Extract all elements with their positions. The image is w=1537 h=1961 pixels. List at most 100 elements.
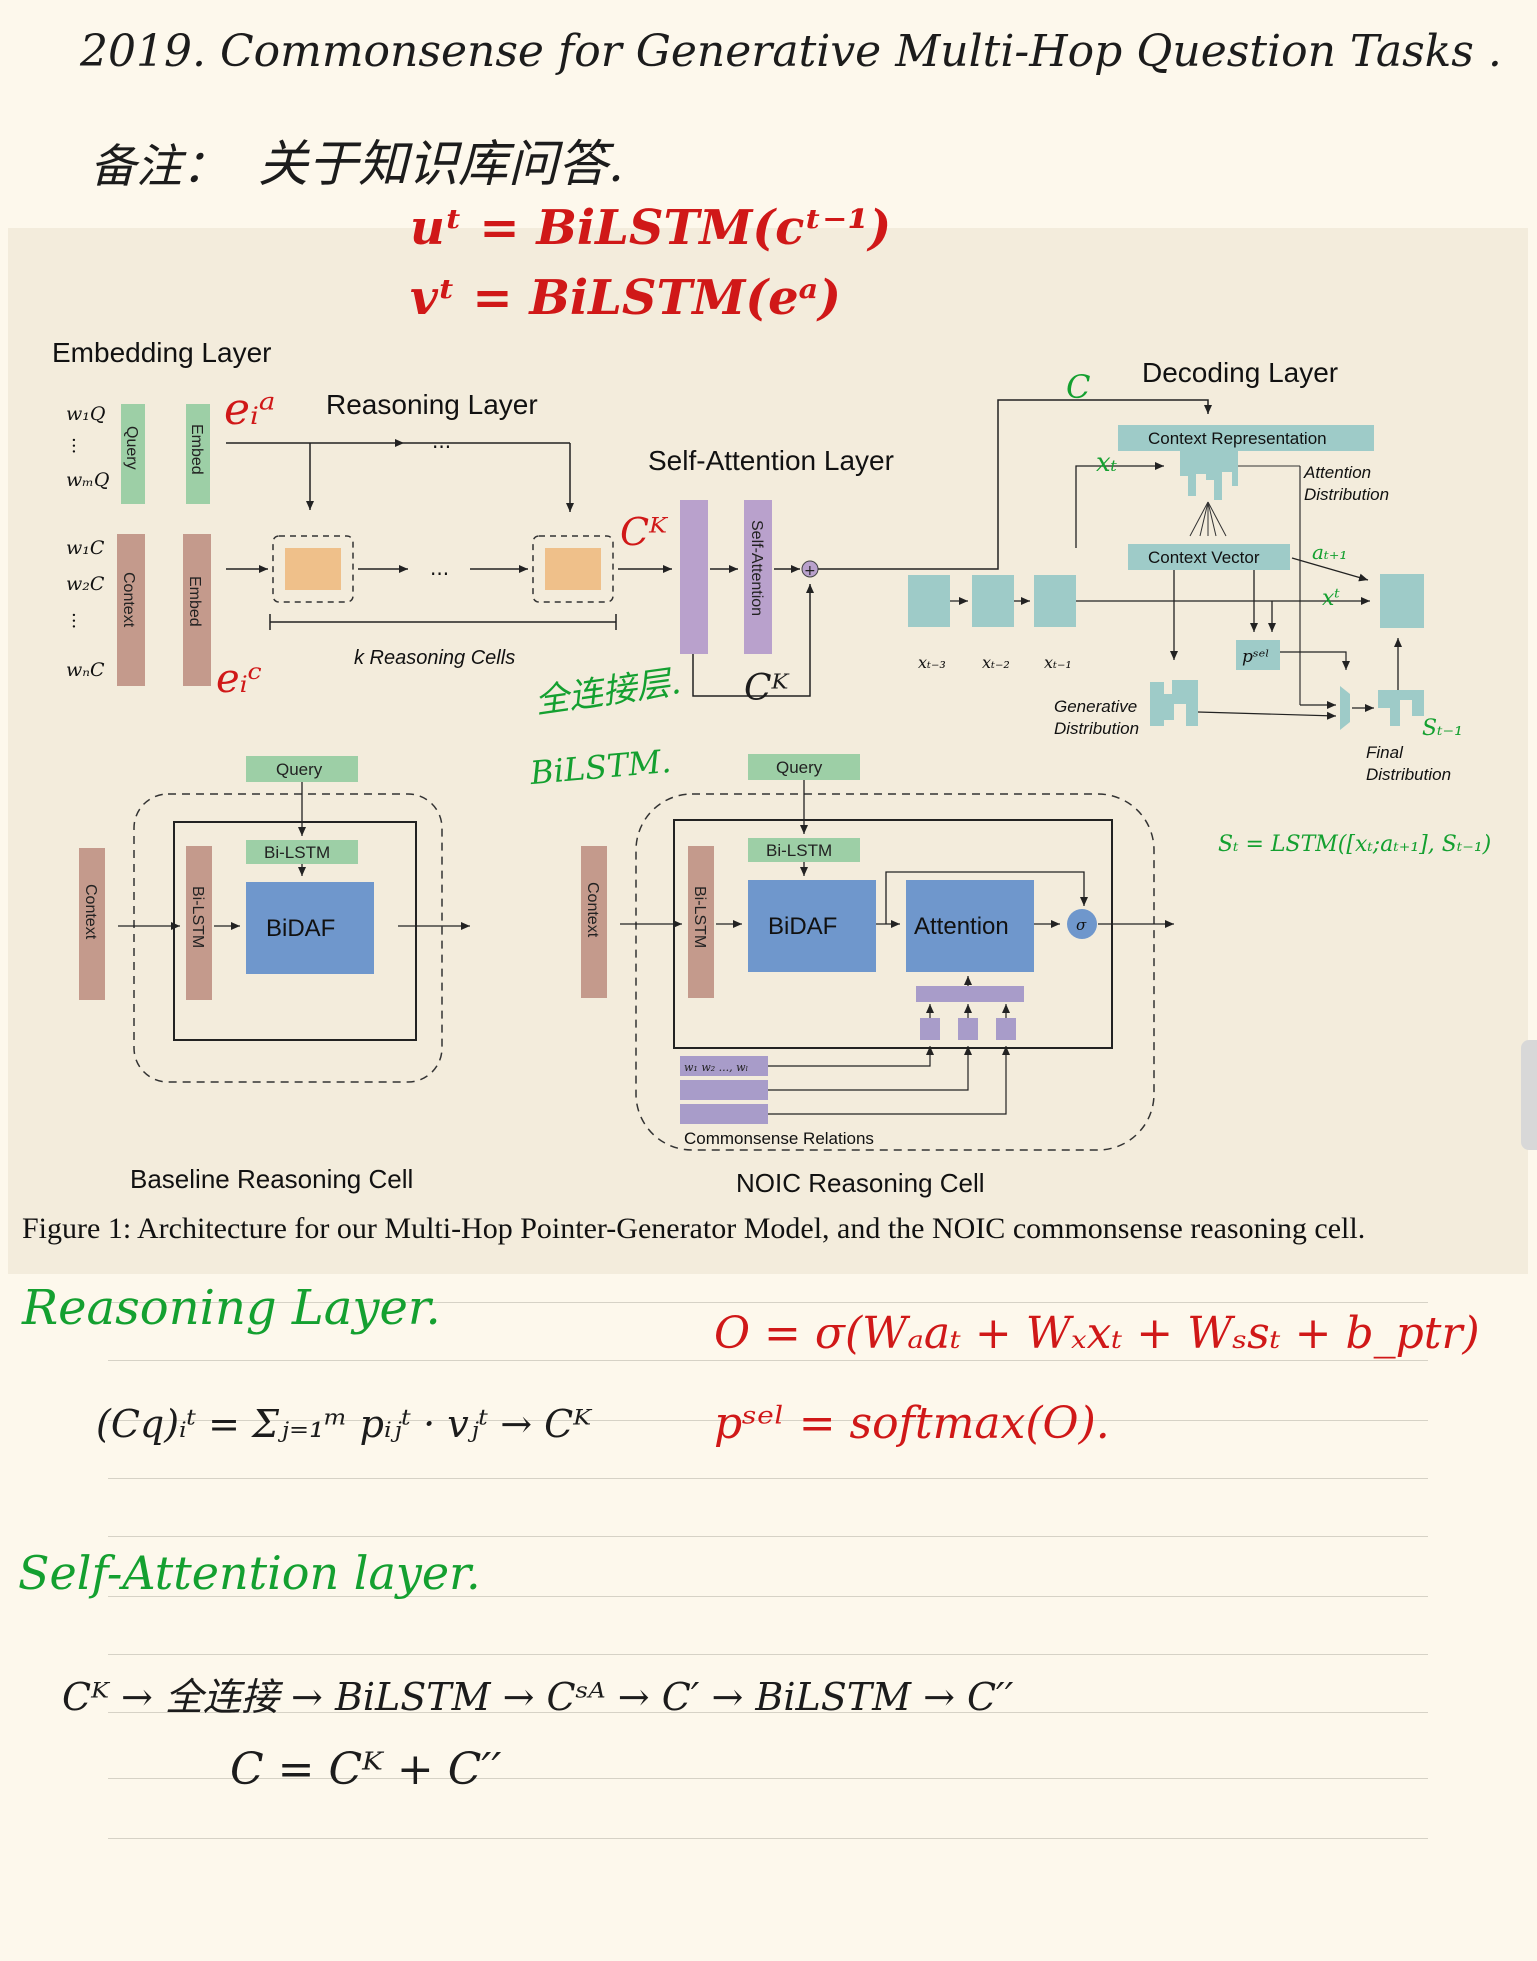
attention-distribution-label-2: Distribution <box>1304 485 1389 504</box>
x-t2-label: xₜ₋₂ <box>982 653 1010 672</box>
x-t1-label: xₜ₋₁ <box>1044 653 1072 672</box>
w-c2: w₂C <box>66 573 105 595</box>
annot-x-t: xₜ <box>1096 448 1118 478</box>
scrollbar-handle[interactable] <box>1521 1040 1537 1150</box>
psel-box <box>1236 640 1280 670</box>
note-text: 关于知识库问答. <box>258 135 624 193</box>
psel-label: pˢᵉˡ <box>1242 647 1269 667</box>
w-qm: wₘQ <box>66 469 110 491</box>
generative-distribution-label-1: Generative <box>1054 697 1137 716</box>
noic-sigma-node <box>1067 909 1097 939</box>
query-box <box>121 404 145 504</box>
final-distribution-label-1: Final <box>1366 743 1404 762</box>
noic-context-label: Context <box>584 882 601 938</box>
noic-bilstm-vertical <box>688 846 714 998</box>
noic-cs-slot-2 <box>958 1018 978 1040</box>
formula-v: vᵗ = BiLSTM(eᵃ) <box>410 270 841 326</box>
context-representation-label: Context Representation <box>1148 429 1327 448</box>
w-dots-1: ... <box>68 437 89 454</box>
baseline-cell-caption: Baseline Reasoning Cell <box>130 1164 413 1194</box>
notes-c-sum: C = Cᴷ + C′′ <box>230 1744 502 1795</box>
baseline-cell-dashed <box>133 793 443 1083</box>
mix-gate <box>1340 686 1350 730</box>
baseline-bilstm-bar <box>246 840 358 864</box>
baseline-bilstm-label: Bi-LSTM <box>264 843 330 862</box>
embed-label-c: Embed <box>186 576 203 627</box>
k-reasoning-cells-label: k Reasoning Cells <box>354 647 515 669</box>
annot-x-t-green: xᵗ <box>1322 586 1340 611</box>
embed-box-q <box>186 404 210 504</box>
noic-sigma-label: σ <box>1076 916 1087 934</box>
w-q1: w₁Q <box>66 403 105 425</box>
reasoning-dots-top: ... <box>432 429 451 453</box>
embed-label-q: Embed <box>188 424 205 475</box>
context-box <box>117 534 145 686</box>
noic-cs-slot-3 <box>996 1018 1016 1040</box>
embedding-layer-title: Embedding Layer <box>52 337 271 368</box>
self-attention-bilstm-box <box>680 500 708 654</box>
self-attention-label: Self-Attention <box>748 520 765 616</box>
figure-caption: Figure 1: Architecture for our Multi-Hop… <box>22 1212 1366 1245</box>
reasoning-layer-title: Reasoning Layer <box>326 389 538 420</box>
noic-cs-slot-1 <box>920 1018 940 1040</box>
context-vector-label: Context Vector <box>1148 548 1260 567</box>
notes-psel-formula: pˢᵉˡ = softmax(O). <box>714 1398 1110 1449</box>
attention-distribution-label-1: Attention <box>1303 463 1371 482</box>
generative-distribution-hist <box>1150 680 1198 726</box>
w-cn: wₙC <box>66 659 105 681</box>
context-label: Context <box>120 572 137 628</box>
annot-c-k-top: Cᴷ <box>620 510 667 554</box>
noic-context-box <box>581 846 607 998</box>
cs-relation-row-2 <box>680 1080 768 1100</box>
cs-words-label: w₁ w₂ ..., wₗ <box>684 1061 748 1074</box>
annot-s-t1: Sₜ₋₁ <box>1422 716 1463 741</box>
context-vector-bar <box>1128 544 1290 570</box>
cs-relation-row-1 <box>680 1056 768 1076</box>
annot-s-t-formula: Sₜ = LSTM([xₜ;aₜ₊₁], Sₜ₋₁) <box>1218 832 1492 857</box>
w-c1: w₁C <box>66 537 105 559</box>
final-output-box <box>1380 574 1424 628</box>
annot-c-green: C <box>1066 368 1091 406</box>
notes-o-formula: O = σ(Wₐaₜ + Wₓxₜ + Wₛsₜ + b_ptr) <box>714 1308 1480 1359</box>
noic-cell-dashed <box>635 793 1155 1151</box>
baseline-bidaf-label: BiDAF <box>266 915 335 942</box>
formula-u: uᵗ = BiLSTM(cᵗ⁻¹) <box>410 200 892 256</box>
noic-bidaf-label: BiDAF <box>768 913 837 940</box>
decoder-input-1 <box>908 575 950 627</box>
notes-reasoning-title: Reasoning Layer. <box>22 1280 441 1336</box>
annot-e-c: eᵢᶜ <box>216 656 262 702</box>
final-distribution-hist <box>1378 690 1424 726</box>
notes-reasoning-formula: (Cq)ᵢᵗ = Σⱼ₌₁ᵐ pᵢⱼᵗ · vⱼᵗ → Cᴷ <box>96 1402 592 1446</box>
noic-bilstm-label: Bi-LSTM <box>766 841 832 860</box>
baseline-context-box <box>79 848 105 1000</box>
notes-selfatt-title: Self-Attention layer. <box>18 1546 481 1600</box>
decoder-input-3 <box>1034 575 1076 627</box>
attention-distribution-hist <box>1180 451 1238 500</box>
baseline-query-label: Query <box>276 760 323 779</box>
reasoning-dots-mid: ... <box>430 556 449 580</box>
context-representation-bar <box>1118 425 1374 451</box>
noic-attention-label: Attention <box>914 913 1009 940</box>
note-prefix: 备注： <box>90 139 228 193</box>
decoding-layer-title: Decoding Layer <box>1142 357 1338 388</box>
baseline-query-box <box>246 756 358 782</box>
noic-cell-frame <box>673 819 1113 1049</box>
baseline-bidaf-box <box>246 882 374 974</box>
generative-distribution-label-2: Distribution <box>1054 719 1139 738</box>
noic-bilstm-vertical-label: Bi-LSTM <box>691 886 708 948</box>
annot-c-k-bottom: Cᴷ <box>744 668 789 709</box>
noic-query-label: Query <box>776 758 823 777</box>
baseline-bilstm-vertical-label: Bi-LSTM <box>189 886 206 948</box>
svg-text:+: + <box>804 563 816 579</box>
noic-cell-caption: NOIC Reasoning Cell <box>736 1168 985 1198</box>
reasoning-cell-1 <box>272 535 354 603</box>
noic-bilstm-bar <box>748 838 860 862</box>
cs-relation-row-3 <box>680 1104 768 1124</box>
final-distribution-label-2: Distribution <box>1366 765 1451 784</box>
decoder-input-2 <box>972 575 1014 627</box>
reasoning-cell-k <box>532 535 614 603</box>
noic-bidaf-box <box>748 880 876 972</box>
x-t3-label: xₜ₋₃ <box>918 653 946 672</box>
self-attention-layer-title: Self-Attention Layer <box>648 445 894 476</box>
